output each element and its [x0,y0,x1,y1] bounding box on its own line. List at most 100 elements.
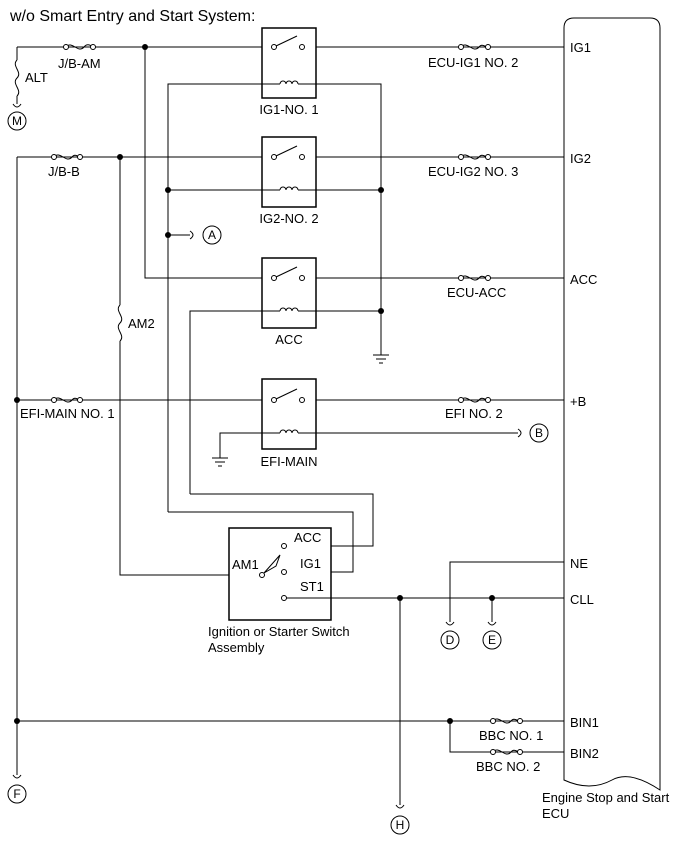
fuse-bbc-no2-label: BBC NO. 2 [476,759,540,774]
connector-b-label: B [535,426,543,440]
fuse-jb-b-label: J/B-B [48,164,80,179]
fuse-bbc-no1-end-a [490,718,496,724]
fuse-bbc-no2-end-a [490,749,496,755]
relay-ig2-contact-b [299,154,305,160]
junction-bin-17 [14,718,20,724]
relay-ig2-contact-a [271,154,277,160]
relay-efi-contact-b [299,397,305,403]
ign-label-line2: Assembly [208,640,265,655]
relay-acc-label: ACC [275,332,302,347]
ign-am1-label: AM1 [232,557,259,572]
connector-m-label: M [12,114,22,128]
relay-ig2-no2-label: IG2-NO. 2 [259,211,318,226]
fuse-am2-symbol [117,304,123,342]
relay-efi-switch-arm [275,388,298,400]
connector-f-circle [7,784,27,804]
connector-d-label: D [446,633,455,647]
connector-a-break [189,230,194,240]
ecu-label-line2: ECU [542,806,569,821]
wire-efi-coil-ground [219,432,262,458]
relay-acc-coil-loops [279,307,299,312]
ign-st1-contact [281,595,287,601]
relay-efi-main-box [261,378,317,450]
alt-fuse-symbol [14,59,20,97]
relay-acc-switch-arm [275,266,298,278]
connector-e-break [487,621,497,626]
junction-coil-168-190 [165,187,171,193]
ign-label-line1: Ignition or Starter Switch [208,624,350,639]
connector-m-break [12,103,22,108]
fuse-efi-no2-end-b [485,397,491,403]
ecu-pin-acc: ACC [570,272,597,287]
wire-acc-coil-feed [189,310,262,494]
ecu-box [563,17,661,791]
wire-acc-feed [144,47,564,279]
wire-ig-coil-return [316,83,382,355]
connector-a-label: A [208,228,216,242]
fuse-ecu-acc-end-a [458,275,464,281]
connector-d-break [445,621,455,626]
relay-ig2-no2-box [261,136,317,208]
fuse-efi-main-no1-end-b [77,397,83,403]
fuse-ecu-acc-label: ECU-ACC [447,285,506,300]
relay-ig1-no1-box [261,27,317,99]
fuse-ecu-acc-end-b [485,275,491,281]
relay-ig1-contact-a [271,44,277,50]
fuse-efi-no2-end-a [458,397,464,403]
fuse-jb-b-end-a [51,154,57,160]
fuse-ecu-ig1-end-b [485,44,491,50]
relay-efi-contact-a [271,397,277,403]
connector-h-circle [390,815,410,835]
connector-m-circle [7,111,27,131]
fuse-jb-am-end-b [90,44,96,50]
wire-am2-bottom [119,341,260,576]
fuse-am2-label: AM2 [128,316,155,331]
relay-ig2-switch-arm [275,145,298,157]
ign-st1-label: ST1 [300,579,324,594]
ign-acc-label: ACC [294,530,321,545]
fuse-ecu-ig1-end-a [458,44,464,50]
relay-efi-main-label: EFI-MAIN [260,454,317,469]
relay-ig1-coil-loops [279,80,299,85]
ecu-label-line1: Engine Stop and Start [542,790,670,805]
fuse-efi-main-no1-label: EFI-MAIN NO. 1 [20,406,115,421]
relay-ig2-coil-loops [279,186,299,191]
ign-am1-contact [259,572,265,578]
connector-f-label: F [13,787,20,801]
relay-ig1-contact-b [299,44,305,50]
ecu-pin-plus-b: +B [570,394,586,409]
relay-acc-box [261,257,317,329]
fuse-bbc-no1-label: BBC NO. 1 [479,728,543,743]
ignition-switch-box [228,527,332,621]
fuse-jb-b-end-b [77,154,83,160]
junction-coil-381-311 [378,308,384,314]
wire-ig-coil-feed [167,83,262,512]
ecu-pin-bin1: BIN1 [570,715,599,730]
fuse-ecu-ig1-label: ECU-IG1 NO. 2 [428,55,518,70]
ecu-pin-ne: NE [570,556,588,571]
fuse-efi-main-no1-end-a [51,397,57,403]
ign-acc-contact [281,543,287,549]
relay-ig1-switch-arm [275,35,298,47]
fuse-ecu-ig2-end-b [485,154,491,160]
ign-switch-arm [263,554,281,574]
connector-e-label: E [488,633,496,647]
ground-efi [212,457,228,467]
ign-ig1-label: IG1 [300,556,321,571]
wire-ne-to-d [449,561,564,622]
junction-coil-381-190 [378,187,384,193]
ign-ig1-contact [281,569,287,575]
fuse-ecu-ig2-end-a [458,154,464,160]
fuse-jb-am-end-a [63,44,69,50]
connector-h-label: H [396,818,405,832]
fuse-bbc-no2-end-b [517,749,523,755]
fuse-efi-no2-label: EFI NO. 2 [445,406,503,421]
ecu-pin-bin2: BIN2 [570,746,599,761]
fuse-ecu-ig2-label: ECU-IG2 NO. 3 [428,164,518,179]
relay-efi-coil-loops [279,429,299,434]
relay-acc-contact-b [299,275,305,281]
ecu-pin-cll: CLL [570,592,594,607]
connector-a-circle [202,225,222,245]
ecu-pin-ig2: IG2 [570,151,591,166]
